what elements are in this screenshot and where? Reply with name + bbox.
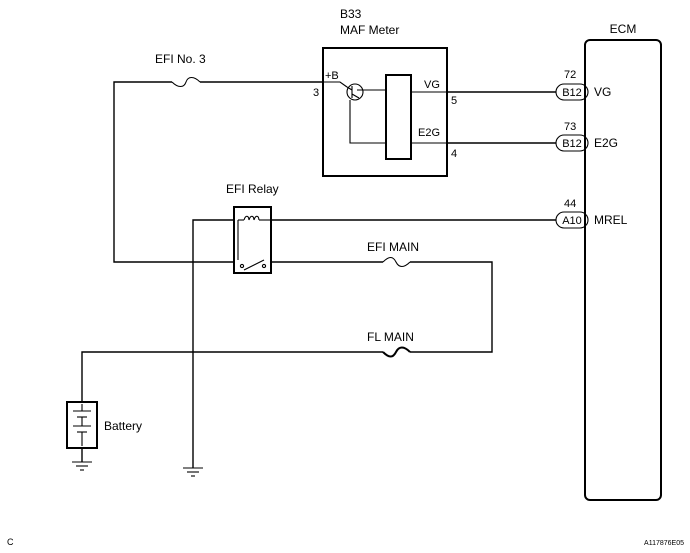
pin-number: 73	[564, 121, 576, 133]
battery-label: Battery	[104, 419, 142, 433]
connector-badge	[555, 134, 589, 152]
maf-transistor-icon	[346, 83, 364, 101]
efi-no3-fuse-icon	[171, 76, 201, 88]
connector-badge	[555, 83, 589, 101]
signal-name: E2G	[594, 136, 618, 150]
ecm-block	[584, 39, 662, 501]
connector-id: B12	[562, 87, 582, 99]
battery: Battery	[66, 401, 142, 449]
ecm-terminal-vg: B12 72 VG	[555, 69, 611, 101]
ecm-terminal-mrel: A10 44 MREL	[555, 198, 628, 229]
connector-badge	[555, 211, 589, 229]
maf-meter: B33 MAF Meter +B VG E2G 3 5 4	[313, 7, 457, 177]
wire-efi-main-to-fl-main	[410, 261, 493, 353]
footer-figure-id: A117876E05	[644, 540, 684, 547]
efi-relay-label: EFI Relay	[226, 182, 279, 196]
signal-name: MREL	[594, 213, 628, 227]
connector-id: A10	[562, 215, 582, 227]
pin-number: 44	[564, 198, 576, 210]
footer-left-mark: C	[7, 537, 14, 547]
maf-pin-vg-label: VG	[424, 79, 440, 91]
connector-id: B12	[562, 138, 582, 150]
wire-relay-ground	[192, 219, 234, 468]
relay-ground-icon	[183, 467, 203, 477]
battery-ground-icon	[72, 461, 92, 471]
relay-switch-icon	[243, 259, 265, 271]
maf-pin-e2g-number: 4	[451, 148, 457, 160]
wire-battery-positive	[81, 351, 383, 402]
efi-no3-fuse-label: EFI No. 3	[155, 52, 206, 66]
ecm-label: ECM	[610, 22, 637, 36]
maf-pin-b-label: +B	[325, 70, 339, 82]
efi-main-fuse-label: EFI MAIN	[367, 240, 419, 254]
wire-relay-to-efi-no3	[113, 81, 235, 263]
maf-meter-name: MAF Meter	[340, 23, 399, 37]
efi-relay: EFI Relay	[226, 182, 279, 274]
maf-pin-b-number: 3	[313, 87, 319, 99]
maf-sensor-element	[385, 74, 412, 160]
ecm-terminal-e2g: B12 73 E2G	[555, 121, 618, 152]
signal-name: VG	[594, 85, 611, 99]
relay-coil-icon	[243, 215, 260, 221]
efi-relay-box	[233, 206, 272, 274]
fl-main-fuse-icon	[382, 346, 411, 358]
maf-meter-box	[322, 47, 448, 177]
efi-main-fuse-icon	[382, 256, 411, 268]
maf-meter-code: B33	[340, 7, 362, 21]
fl-main-fuse-label: FL MAIN	[367, 330, 414, 344]
maf-pin-vg-number: 5	[451, 95, 457, 107]
pin-number: 72	[564, 69, 576, 81]
maf-pin-e2g-label: E2G	[418, 127, 440, 139]
